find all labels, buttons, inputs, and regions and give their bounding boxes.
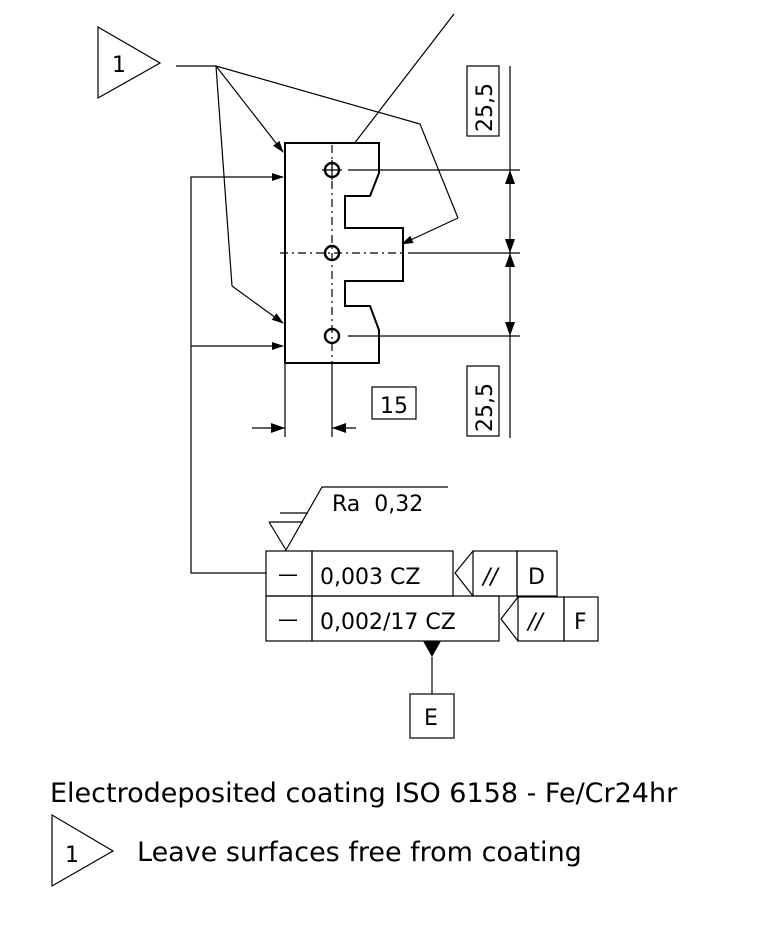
fcf-row-2: — 0,002/17 CZ // F [265, 595, 599, 642]
fcf-row-2-datum: F [574, 610, 587, 635]
fcf-row-2-symbol: — [278, 607, 298, 631]
datum-feature-e: E [409, 641, 455, 739]
fcf-row-1-symbol: — [278, 562, 298, 586]
note-flag-text: Leave surfaces free from coating [137, 837, 582, 868]
surface-finish-label: Ra 0,32 [332, 492, 423, 517]
dimension-horizontal: 15 [252, 363, 417, 437]
note-flag-number: 1 [65, 843, 79, 868]
hole-middle [323, 244, 341, 262]
callout-flag: 1 [97, 25, 162, 100]
fcf-row-1: — 0,003 CZ // D [265, 550, 558, 597]
fcf-row-1-tolerance: 0,003 CZ [320, 565, 420, 590]
note-flag: 1 [51, 813, 115, 888]
fcf-row-2-tolerance: 0,002/17 CZ [320, 610, 456, 635]
surface-finish-symbol: Ra 0,32 [268, 486, 448, 552]
hole-leader [339, 13, 455, 163]
vertical-dimension-line [505, 66, 515, 438]
hole-bottom [323, 327, 341, 345]
callout-leaders [176, 65, 459, 324]
fcf-row-2-parallel: // [526, 610, 545, 635]
fcf-row-1-datum: D [528, 565, 545, 590]
part-outline [284, 142, 404, 364]
hole-top [322, 160, 342, 180]
fcf-row-1-parallel: // [481, 565, 500, 590]
dimension-bottom: 25,5 [466, 365, 500, 437]
note-coating: Electrodeposited coating ISO 6158 - Fe/C… [50, 778, 678, 809]
dimension-horizontal-value: 15 [380, 394, 408, 419]
callout-flag-number: 1 [112, 53, 126, 78]
dimension-top: 25,5 [466, 65, 500, 137]
dimension-top-value: 25,5 [473, 83, 498, 132]
dimension-bottom-value: 25,5 [473, 383, 498, 432]
dimension-extension-lines [348, 169, 520, 337]
fcf-leaders [190, 173, 284, 574]
datum-feature-letter: E [424, 706, 438, 731]
